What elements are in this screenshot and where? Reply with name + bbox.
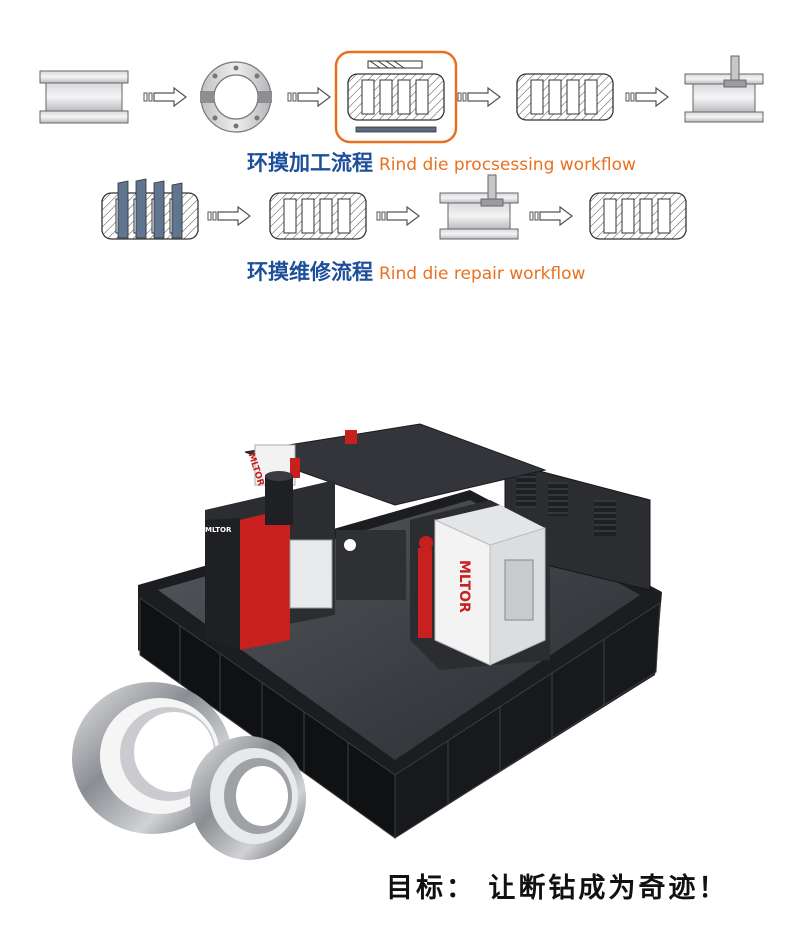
brand-label-right: MLTOR (456, 560, 472, 613)
processing-caption: 环摸加工流程 Rind die procsessing workflow (247, 147, 636, 177)
flow-arrow (376, 206, 420, 226)
step-repair-fixture (439, 174, 519, 240)
flow-arrow (143, 87, 187, 107)
processing-caption-zh: 环摸加工流程 (247, 151, 373, 175)
right-drilling-unit (410, 500, 550, 670)
workflow-diagram (39, 50, 764, 240)
step-drilled-die (516, 73, 614, 121)
brand-label-left: MLTOR (205, 526, 232, 534)
flow-arrow (529, 206, 573, 226)
step-blank-die (39, 70, 129, 124)
drilling-machine-illustration (72, 423, 662, 860)
step-ring-plate (200, 61, 272, 133)
flow-arrow (457, 87, 501, 107)
flow-arrow (207, 206, 251, 226)
step-finished-die (684, 55, 764, 123)
step-broken-drills-die (101, 178, 199, 240)
left-drilling-unit (205, 471, 406, 650)
repair-caption: 环摸维修流程 Rind die repair workflow (247, 256, 585, 286)
repair-caption-zh: 环摸维修流程 (247, 260, 373, 284)
goal-slogan: 目标： 让断钻成为奇迹！ (386, 873, 729, 904)
processing-caption-en: Rind die procsessing workflow (379, 155, 636, 175)
step-drilling-highlight (334, 50, 458, 144)
flow-arrow (625, 87, 669, 107)
flow-arrow (287, 87, 331, 107)
ring-die-small (190, 736, 306, 860)
step-cleared-die (269, 192, 367, 240)
repair-caption-en: Rind die repair workflow (379, 264, 586, 284)
step-repaired-die (589, 192, 687, 240)
